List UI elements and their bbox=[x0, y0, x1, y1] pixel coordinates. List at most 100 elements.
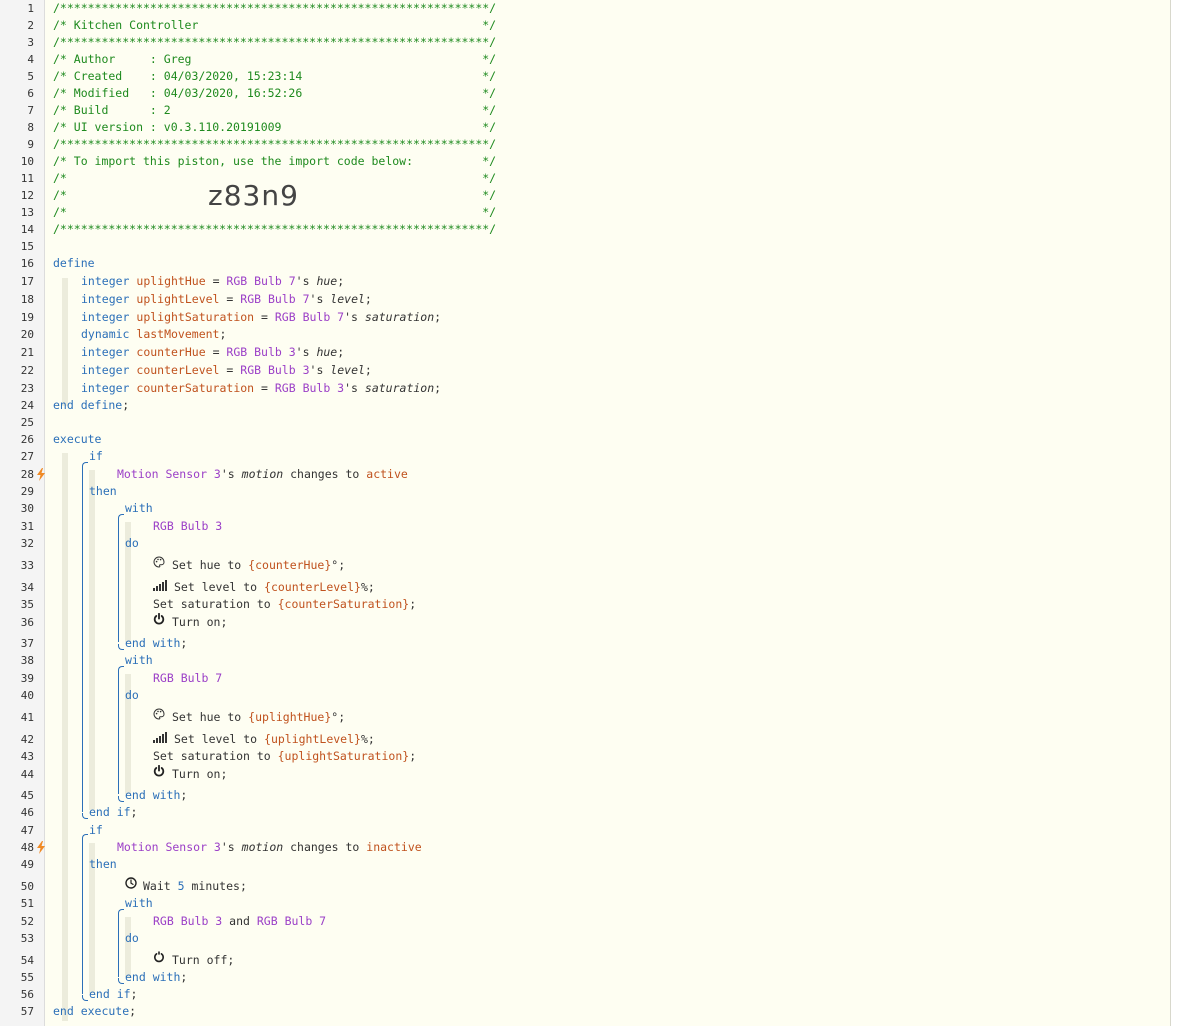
code-token[interactable]: counterSaturation bbox=[136, 381, 255, 395]
code-token[interactable]: lastMovement bbox=[136, 327, 220, 341]
code-token: changes to bbox=[283, 840, 367, 854]
code-line[interactable]: 11/* */ bbox=[0, 170, 1170, 187]
code-token[interactable]: inactive bbox=[366, 840, 422, 854]
if-block-bracket-bottom bbox=[82, 813, 88, 819]
code-line[interactable]: 7/* Build : 2 */ bbox=[0, 102, 1170, 119]
code-token: integer bbox=[81, 310, 137, 324]
code-token[interactable]: RGB Bulb 3 bbox=[226, 345, 296, 359]
code-token[interactable]: RGB Bulb 3 bbox=[153, 914, 223, 928]
code-line[interactable]: 15 bbox=[0, 238, 1170, 255]
code-line[interactable]: 25 bbox=[0, 414, 1170, 431]
code-token[interactable]: {counterLevel} bbox=[264, 580, 361, 594]
code-token[interactable]: counterLevel bbox=[136, 363, 220, 377]
code-token[interactable]: {uplightHue} bbox=[248, 710, 332, 724]
code-line[interactable]: 9/**************************************… bbox=[0, 136, 1170, 153]
code-line[interactable]: 12/* */ bbox=[0, 187, 1170, 204]
code-line[interactable]: 14/*************************************… bbox=[0, 221, 1170, 238]
code-token[interactable]: Motion Sensor 3 bbox=[117, 840, 221, 854]
code-token[interactable]: counterHue bbox=[136, 345, 206, 359]
code-token[interactable]: RGB Bulb 3 bbox=[153, 519, 223, 533]
code-line[interactable]: 13/* */ bbox=[0, 204, 1170, 221]
code-token[interactable]: uplightLevel bbox=[136, 292, 220, 306]
code-text: RGB Bulb 3 and RGB Bulb 7 bbox=[153, 913, 326, 930]
code-token: ; bbox=[122, 398, 130, 412]
code-text: /* */ bbox=[53, 204, 496, 221]
code-token[interactable]: RGB Bulb 7 bbox=[226, 274, 296, 288]
line-number: 16 bbox=[20, 257, 34, 270]
code-token[interactable]: uplightHue bbox=[136, 274, 206, 288]
code-token: motion bbox=[241, 467, 284, 481]
code-token[interactable]: RGB Bulb 7 bbox=[153, 671, 223, 685]
code-token[interactable]: Motion Sensor 3 bbox=[117, 467, 221, 481]
code-text: RGB Bulb 3 bbox=[153, 518, 222, 535]
code-token[interactable]: {uplightLevel} bbox=[264, 732, 361, 746]
code-line[interactable]: 8/* UI version : v0.3.110.20191009 */ bbox=[0, 119, 1170, 136]
code-token: end with bbox=[125, 970, 181, 984]
code-line[interactable]: 10/* To import this piston, use the impo… bbox=[0, 153, 1170, 170]
code-token[interactable]: RGB Bulb 7 bbox=[256, 914, 327, 928]
code-token[interactable]: {uplightSaturation} bbox=[277, 749, 410, 763]
code-line[interactable]: 5/* Created : 04/03/2020, 15:23:14 */ bbox=[0, 68, 1170, 85]
code-token[interactable]: active bbox=[366, 467, 408, 481]
code-line[interactable]: 4/* Author : Greg */ bbox=[0, 51, 1170, 68]
code-token[interactable]: {counterSaturation} bbox=[277, 597, 410, 611]
code-token: ; bbox=[219, 327, 227, 341]
code-token[interactable]: RGB Bulb 3 bbox=[274, 381, 345, 395]
code-token[interactable]: RGB Bulb 7 bbox=[274, 310, 345, 324]
import-code[interactable]: z83n9 bbox=[208, 179, 299, 212]
code-token: integer bbox=[81, 363, 137, 377]
code-line[interactable]: 1/**************************************… bbox=[0, 0, 1170, 17]
code-token[interactable]: {counterHue} bbox=[248, 558, 332, 572]
code-line[interactable]: 6/* Modified : 04/03/2020, 16:52:26 */ bbox=[0, 85, 1170, 102]
code-token[interactable]: RGB Bulb 3 bbox=[240, 363, 310, 377]
code-line[interactable]: 3/**************************************… bbox=[0, 34, 1170, 51]
code-token[interactable]: uplightSaturation bbox=[136, 310, 255, 324]
code-token: ; bbox=[364, 292, 372, 306]
code-line[interactable]: 2/* Kitchen Controller */ bbox=[0, 17, 1170, 34]
line-number: 14 bbox=[20, 223, 34, 236]
signal-bars-icon bbox=[153, 580, 167, 594]
code-token[interactable]: RGB Bulb 7 bbox=[240, 292, 310, 306]
